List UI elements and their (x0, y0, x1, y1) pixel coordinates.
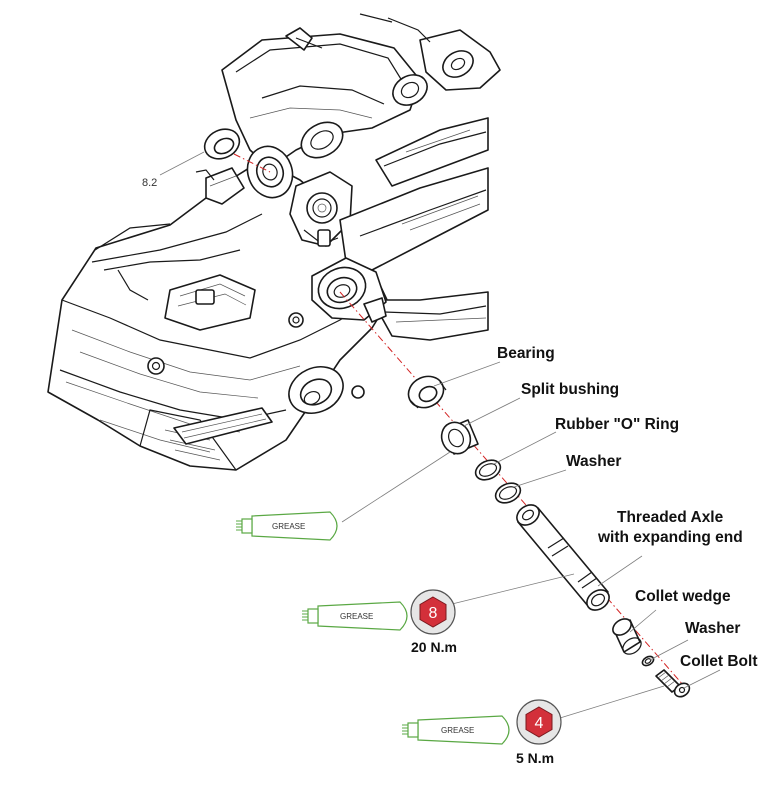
label-collet-bolt: Collet Bolt (680, 653, 758, 670)
split-bushing-part (440, 419, 479, 455)
collet-wedge-part (612, 618, 642, 655)
grease-tube-3-label: GREASE (441, 726, 474, 735)
threaded-axle-part (516, 504, 610, 611)
label-bearing: Bearing (497, 345, 555, 362)
collet-bolt-part (655, 669, 691, 698)
label-collet-wedge: Collet wedge (635, 588, 731, 605)
label-threaded-axle-line1: Threaded Axle (617, 509, 724, 526)
grease-tube-2-label: GREASE (340, 612, 373, 621)
grease-tube-1: GREASE (236, 511, 338, 541)
bike-frame-drawing (47, 13, 501, 471)
hex-size-4: 4 (535, 715, 544, 732)
torque-value-5nm: 5 N.m (516, 750, 554, 766)
label-threaded-axle-line2: with expanding end (597, 529, 743, 546)
torque-badge-axle: 8 20 N.m (410, 589, 457, 655)
part-labels: Bearing Split bushing Rubber "O" Ring Wa… (497, 345, 758, 670)
rubber-o-ring-part (474, 459, 502, 481)
leader-8-2 (159, 151, 205, 176)
washer-2-part (641, 655, 655, 667)
leader-lines (341, 361, 721, 719)
bearing-part (407, 375, 447, 409)
grease-tube-3: GREASE (402, 715, 510, 745)
hex-size-8: 8 (429, 605, 438, 622)
torque-badge-bolt: 4 5 N.m (516, 699, 562, 766)
torque-value-20nm: 20 N.m (411, 639, 457, 655)
label-washer-2: Washer (685, 620, 740, 637)
label-split-bushing: Split bushing (521, 381, 619, 398)
grease-tube-1-label: GREASE (272, 522, 305, 531)
label-rubber-o-ring: Rubber "O" Ring (555, 416, 679, 433)
label-8-2: 8.2 (142, 177, 157, 189)
washer-8-2: 8.2 (142, 128, 241, 189)
washer-1-part (494, 482, 522, 504)
grease-tube-2: GREASE (302, 601, 408, 631)
label-washer-1: Washer (566, 453, 621, 470)
